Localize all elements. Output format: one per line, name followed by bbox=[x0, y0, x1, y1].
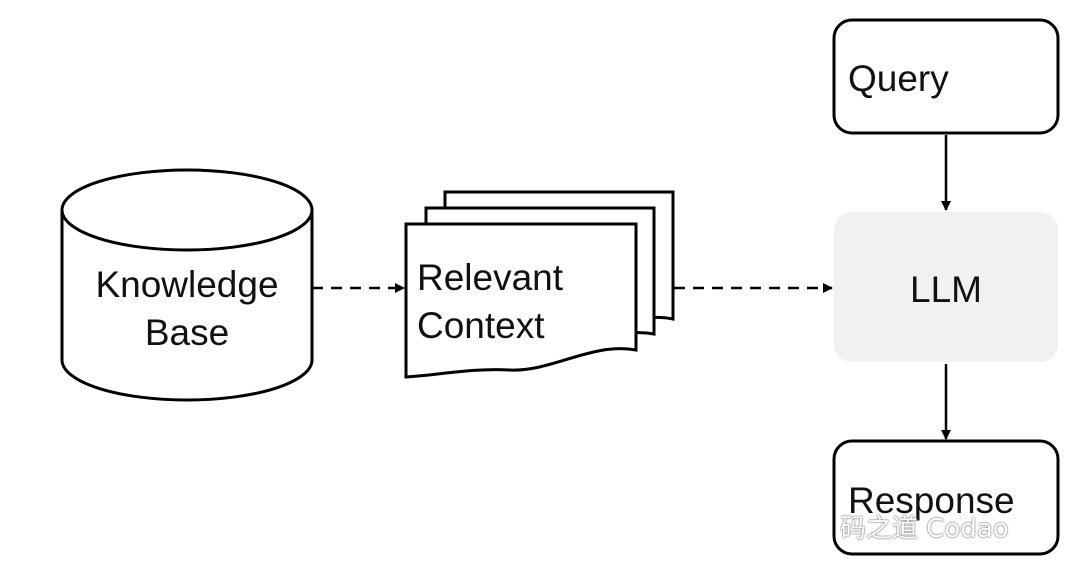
response-label: Response bbox=[848, 480, 1015, 521]
llm-label: LLM bbox=[910, 269, 982, 310]
relevant-context-label-line2: Context bbox=[417, 305, 545, 346]
llm-box bbox=[834, 212, 1058, 362]
response-box bbox=[832, 439, 1060, 556]
knowledge-base-cylinder bbox=[60, 168, 314, 402]
relevant-context-documents bbox=[404, 190, 675, 379]
knowledge-base-label-line1: Knowledge bbox=[95, 264, 279, 305]
knowledge-base-label-line2: Base bbox=[144, 312, 230, 353]
query-box bbox=[832, 18, 1060, 135]
query-label: Query bbox=[848, 58, 949, 99]
watermark: 码之道 Codao bbox=[840, 514, 1009, 544]
relevant-context-label-line1: Relevant bbox=[417, 257, 564, 298]
